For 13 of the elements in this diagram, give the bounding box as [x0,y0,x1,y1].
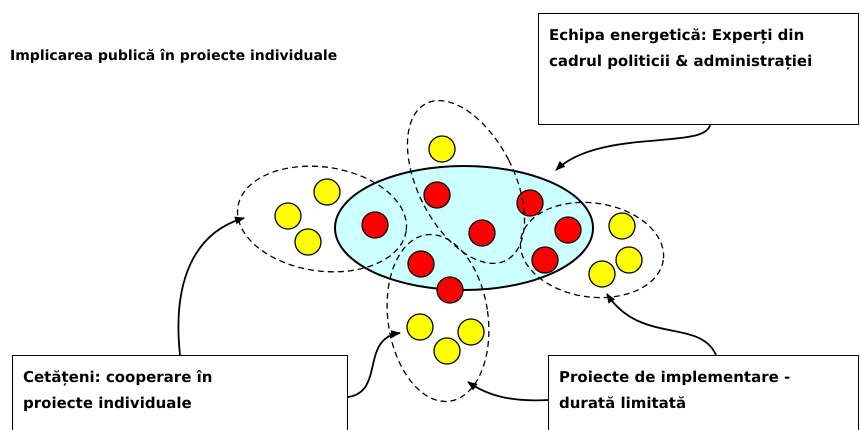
text-box: Proiecte de implementare - durată limitată [548,355,859,430]
text-box: Echipa energetică: Experți din cadrul politicii & administrației [538,13,859,125]
arrow [178,217,245,356]
diagram-title: Implicarea publică în proiecte individuale [10,48,338,64]
group-outline [406,100,526,264]
arrow [606,293,717,356]
group-outline [520,202,664,298]
arrow [555,124,711,171]
arrow [348,331,401,398]
group-outline [386,234,490,402]
group-outline [236,166,408,272]
arrow [467,381,548,402]
text-box: Cetățeni: cooperare în proiecte individuale [12,355,348,430]
